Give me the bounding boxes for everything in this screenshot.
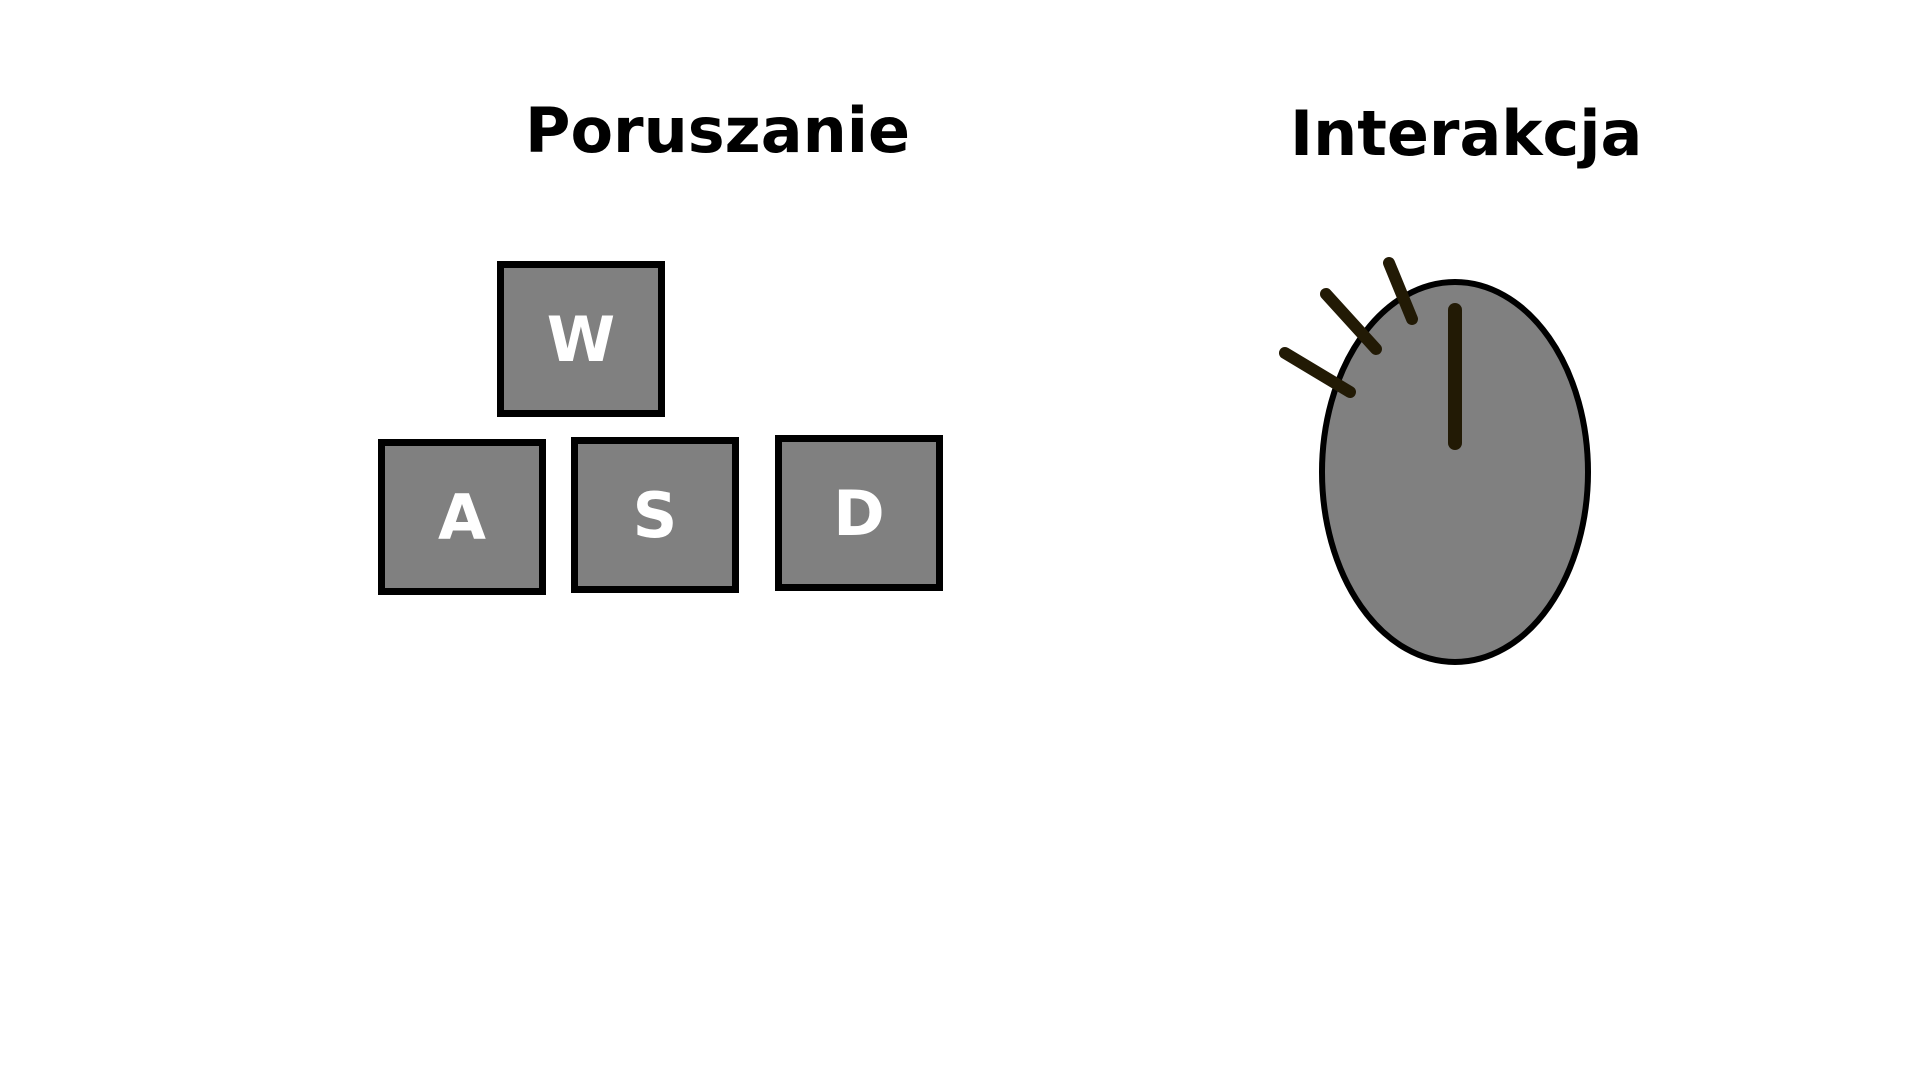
key-a: A (378, 439, 546, 595)
key-w: W (497, 261, 665, 417)
click-burst-line-middle (1320, 288, 1382, 355)
key-s-label: S (632, 478, 678, 552)
key-w-label: W (546, 302, 616, 376)
mouse-click-icon (1279, 257, 1591, 665)
interaction-heading: Interakcja (1290, 97, 1643, 170)
click-burst-line-top (1383, 257, 1418, 325)
mouse-body (1319, 279, 1591, 665)
key-a-label: A (438, 480, 486, 554)
movement-heading: Poruszanie (525, 94, 911, 167)
key-s: S (571, 437, 739, 593)
key-d: D (775, 435, 943, 591)
click-burst-line-bottom (1279, 347, 1356, 398)
key-d-label: D (833, 476, 885, 550)
